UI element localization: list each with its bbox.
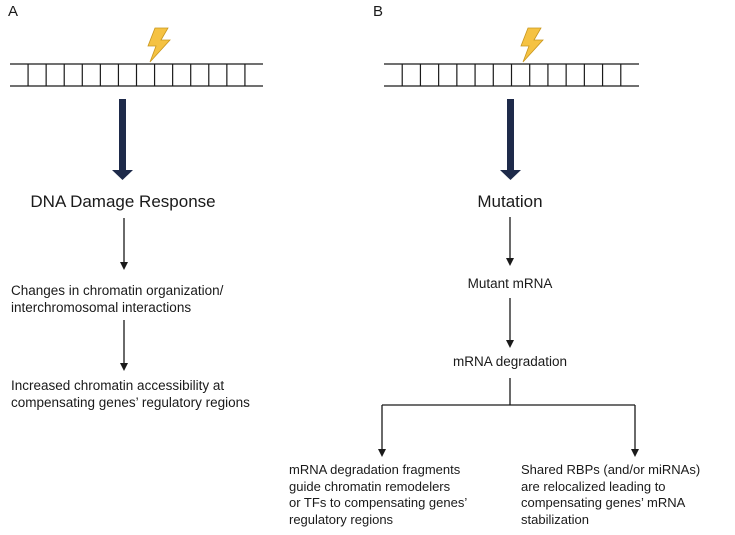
dna-ladder-icon bbox=[10, 63, 263, 87]
panel-b-branch-left: mRNA degradation fragments guide chromat… bbox=[289, 462, 468, 527]
panel-b-title: Mutation bbox=[477, 192, 543, 211]
panel-b-step-2: mRNA degradation bbox=[452, 354, 568, 369]
panel-label-a: A bbox=[8, 3, 19, 20]
branch-connector bbox=[378, 378, 639, 457]
panel-b-step-1: Mutant mRNA bbox=[467, 276, 553, 291]
lightning-bolt-icon bbox=[147, 27, 171, 63]
dna-ladder-icon bbox=[384, 63, 639, 87]
big-arrow bbox=[112, 99, 133, 180]
panel-label-b: B bbox=[373, 3, 384, 20]
panel-a-step-1: Changes in chromatin organization/ inter… bbox=[11, 283, 224, 315]
big-arrow bbox=[500, 99, 521, 180]
panel-a-title: DNA Damage Response bbox=[30, 192, 216, 211]
panel-a-step-2: Increased chromatin accessibility at com… bbox=[11, 378, 250, 410]
lightning-bolt-icon bbox=[520, 27, 544, 63]
panel-b-branch-right: Shared RBPs (and/or miRNAs) are relocali… bbox=[521, 462, 701, 527]
